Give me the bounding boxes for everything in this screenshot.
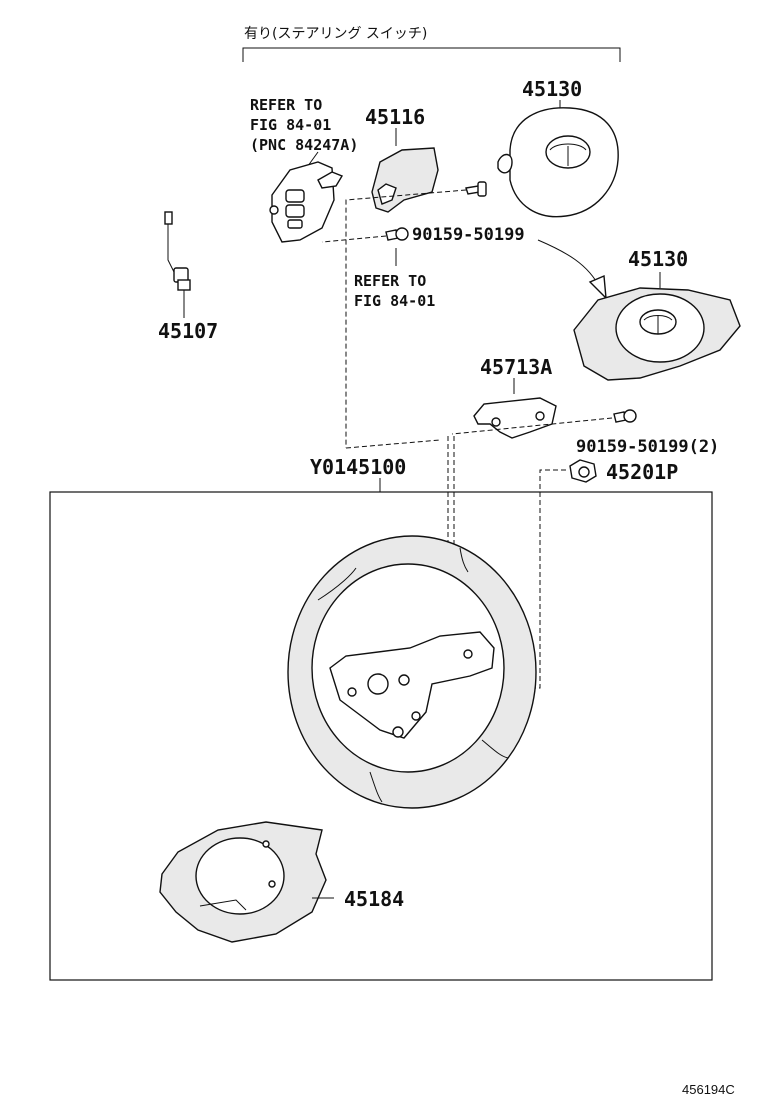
label-90159-a: 90159-50199 [412, 225, 525, 245]
steering-wheel [287, 535, 537, 809]
label-90159-b: 90159-50199(2) [576, 437, 719, 457]
reference-note-switch: REFER TO FIG 84-01 (PNC 84247A) [250, 96, 358, 171]
part-45130-side: 45130 [573, 247, 741, 381]
part-90159-b: 90159-50199(2) [451, 409, 719, 457]
label-Y0145100: Y0145100 [310, 455, 406, 479]
figure-code: 456194C [682, 1082, 735, 1097]
assembly-box: Y0145100 [49, 455, 713, 981]
reference-note-fig: REFER TO FIG 84-01 [354, 248, 435, 310]
ref1-line3: (PNC 84247A) [250, 136, 358, 154]
assembly-line [345, 439, 441, 449]
view-arrow [537, 239, 607, 300]
label-45184: 45184 [344, 887, 404, 911]
label-45116: 45116 [365, 105, 425, 129]
label-45107: 45107 [158, 319, 218, 343]
option-label: 有り(ステアリング スイッチ) [244, 26, 427, 42]
label-45201P: 45201P [606, 460, 678, 484]
part-45184: 45184 [159, 821, 404, 943]
ref1-line1: REFER TO [250, 96, 322, 114]
screw-upper [345, 181, 487, 448]
label-45130-top: 45130 [522, 77, 582, 101]
label-45713A: 45713A [480, 355, 552, 379]
part-45116: 45116 [365, 105, 439, 213]
label-45130-side: 45130 [628, 247, 688, 271]
part-45107: 45107 [158, 211, 218, 343]
part-45130-top: 45130 [497, 77, 619, 218]
ref2-line1: REFER TO [354, 272, 426, 290]
part-45713A: 45713A [447, 355, 557, 612]
option-bracket: 有り(ステアリング スイッチ) [242, 26, 621, 62]
steering-switch-illustration [269, 161, 344, 243]
ref2-line2: FIG 84-01 [354, 292, 435, 310]
ref1-line2: FIG 84-01 [250, 116, 331, 134]
part-90159-a: 90159-50199 [321, 225, 525, 245]
